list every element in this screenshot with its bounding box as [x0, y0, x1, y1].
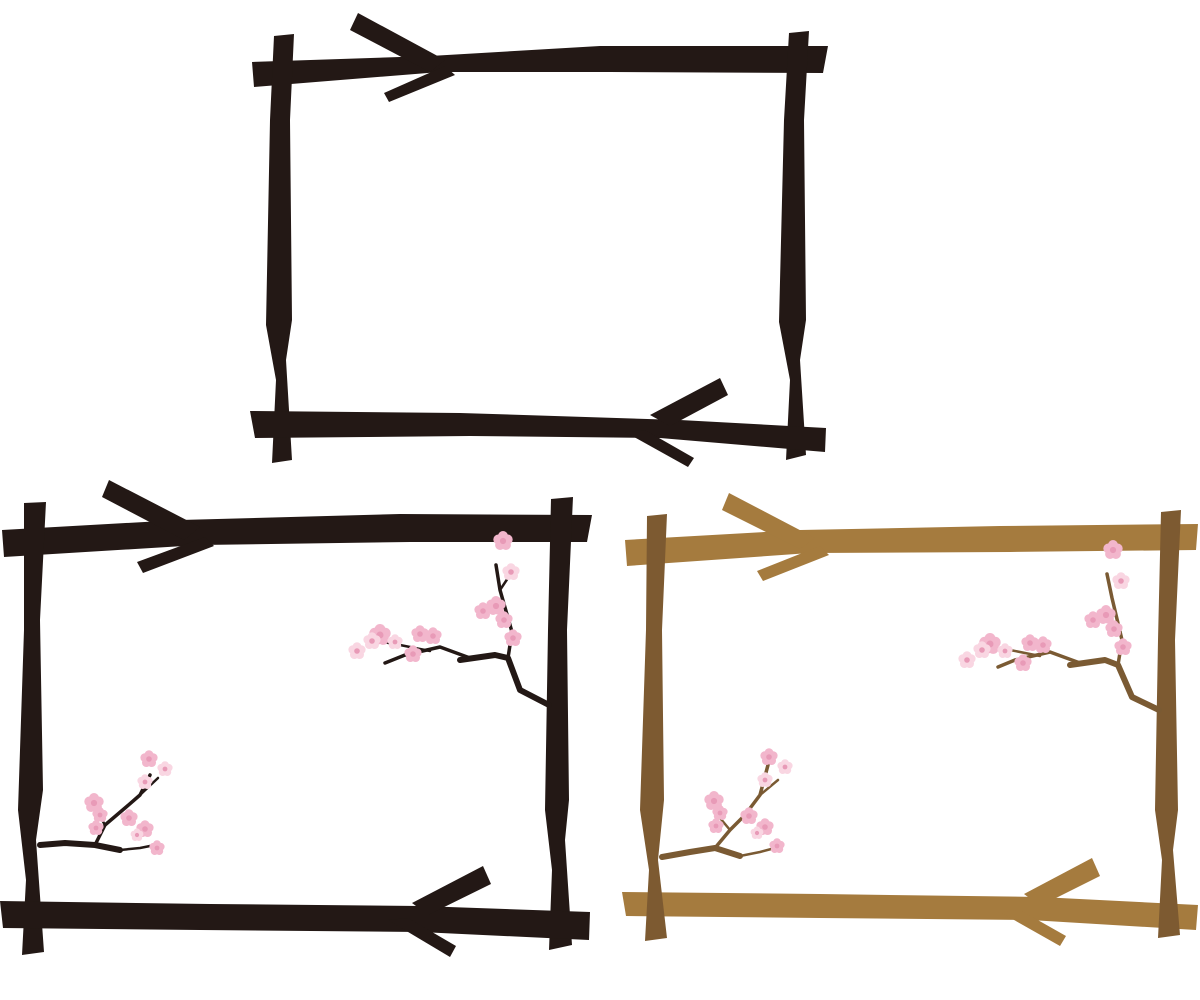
blossom-layer	[84, 531, 1132, 855]
blossom-flower	[149, 840, 165, 855]
blossom-flower	[140, 750, 158, 767]
top-twig-upper	[102, 480, 200, 540]
blossom-flower	[958, 651, 976, 668]
bottom-stick	[0, 901, 590, 940]
blossom-flower	[493, 531, 513, 550]
right-branch-main	[1067, 657, 1162, 713]
right-branch-main	[457, 652, 552, 708]
blossom-flower	[1034, 636, 1052, 653]
top-stick	[2, 514, 592, 557]
blossom-flower	[130, 828, 144, 841]
left-stick	[640, 514, 667, 941]
right-stick	[779, 31, 809, 460]
blossom-flower	[504, 629, 522, 646]
blossom-flower	[1096, 605, 1116, 624]
blossom-flower	[92, 807, 108, 822]
blossom-flower	[88, 820, 104, 835]
blossom-flower	[120, 809, 138, 826]
right-branch-limb	[383, 645, 472, 665]
blossom-flower	[411, 625, 429, 642]
blossom-flower	[777, 759, 793, 774]
frame-blossom-dark	[0, 480, 592, 957]
top-twig-lower	[384, 66, 455, 102]
blossom-flower	[997, 643, 1013, 658]
top-stick	[252, 46, 828, 87]
frame-plain-dark	[250, 13, 828, 467]
blossom-flower	[1114, 638, 1132, 655]
right-stick	[545, 497, 573, 950]
blossom-flower	[387, 634, 403, 649]
blossom-flower	[404, 645, 422, 662]
frame3-blossoms-left	[704, 748, 793, 853]
frame2-blossoms-left	[84, 750, 173, 855]
top-twig-upper	[350, 13, 445, 72]
blossom-flower	[740, 807, 758, 824]
left-branch-twig-c	[758, 778, 780, 797]
frame2-blossoms-right	[348, 531, 522, 662]
blossom-flower	[708, 818, 724, 833]
left-stick	[18, 502, 46, 955]
bottom-stick	[250, 411, 826, 452]
left-stick	[266, 34, 294, 463]
blossom-flower	[769, 838, 785, 853]
blossom-flower	[348, 642, 366, 659]
blossom-flower	[495, 611, 513, 628]
blossom-flower	[1105, 620, 1123, 637]
bottom-twig-upper	[412, 866, 491, 915]
bottom-twig-upper	[650, 378, 728, 426]
top-twig-lower	[757, 546, 829, 581]
blossom-flower	[1021, 634, 1039, 651]
bottom-stick	[622, 892, 1198, 930]
left-branch-main	[37, 840, 123, 853]
blossom-flower	[1112, 572, 1130, 589]
blossom-flower	[502, 563, 520, 580]
blossom-flower	[363, 632, 381, 649]
top-stick	[625, 524, 1198, 566]
blossom-flower	[760, 748, 778, 765]
top-twig-lower	[137, 537, 214, 573]
blossom-flower	[157, 761, 173, 776]
top-twig-upper	[722, 493, 815, 549]
blossom-flower	[474, 602, 492, 619]
blossom-flower	[973, 641, 991, 658]
frame-blossom-brown	[622, 493, 1198, 946]
blossom-flower	[757, 772, 773, 787]
blossom-flower	[750, 826, 764, 839]
left-branch-main	[659, 845, 743, 860]
blossom-flower	[712, 805, 728, 820]
right-stick	[1155, 510, 1181, 938]
frame2-branches	[37, 563, 552, 853]
blossom-flower	[1014, 654, 1032, 671]
bottom-twig-lower	[388, 918, 456, 957]
bottom-twig-upper	[1024, 858, 1100, 906]
blossom-flower	[1084, 611, 1102, 628]
frame3-blossoms-right	[958, 540, 1132, 671]
bottom-twig-lower	[625, 430, 694, 467]
right-branch-limb	[996, 650, 1082, 669]
blossom-flower	[137, 774, 153, 789]
frame3-branches	[659, 572, 1162, 860]
bottom-twig-lower	[1000, 910, 1066, 946]
left-branch-twig-a	[738, 846, 777, 858]
blossom-flower	[1103, 540, 1123, 559]
